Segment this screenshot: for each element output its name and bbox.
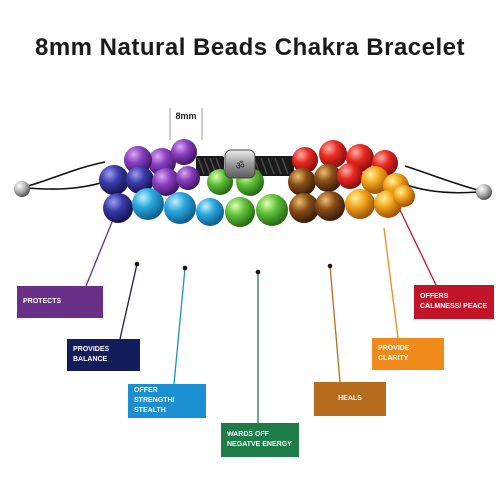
leader-balance <box>119 263 138 340</box>
bead-row-upper <box>99 163 409 199</box>
callout-dots <box>134 261 333 275</box>
measure-label: 8mm <box>175 111 197 121</box>
leader-clarity <box>383 227 399 339</box>
amber-bead <box>393 185 415 207</box>
lapis-bead <box>99 165 129 195</box>
om-logo: ॐ <box>235 160 244 172</box>
label-calmness-peace: OFFERS CALMNESS/ PEACE <box>414 285 494 319</box>
amethyst-bead <box>152 168 180 196</box>
silver-end-bead <box>476 184 492 200</box>
bead-row-back <box>124 139 398 176</box>
red-bead <box>292 147 318 173</box>
amber-bead <box>361 166 389 194</box>
tiger-eye-bead <box>314 164 342 192</box>
silver-end-bead <box>14 181 30 197</box>
dot-negative <box>255 269 261 275</box>
measure-marker <box>169 108 203 140</box>
lapis-bead <box>103 193 133 223</box>
turquoise-bead <box>196 198 224 226</box>
amethyst-bead <box>176 166 200 190</box>
callout-leaders <box>85 209 437 423</box>
dot-balance <box>134 261 140 267</box>
green-bead <box>256 194 288 226</box>
metal-tube-charm: ॐ <box>224 149 256 179</box>
bead-row-front <box>103 185 415 227</box>
leader-protects <box>85 221 113 287</box>
bracelet-cord <box>27 161 479 194</box>
amethyst-bead <box>171 139 197 165</box>
amber-bead <box>345 189 375 219</box>
green-bead <box>225 197 255 227</box>
leader-heals <box>329 265 341 383</box>
tiger-eye-bead <box>288 168 316 196</box>
red-bead <box>319 140 347 168</box>
dot-strength <box>182 265 188 271</box>
braided-knot-right <box>252 156 294 176</box>
dot-heals <box>327 263 333 269</box>
label-protects: PROTECTS <box>17 286 103 318</box>
leader-calm <box>399 209 437 286</box>
label-offer-strength: OFFER STRENGTH/ STEALTH <box>128 384 206 418</box>
label-heals: HEALS <box>314 382 386 416</box>
red-bead <box>337 163 363 189</box>
tiger-eye-bead <box>315 191 345 221</box>
lapis-bead <box>126 166 154 194</box>
turquoise-bead <box>132 188 164 220</box>
label-wards-off-negative: WARDS OFF NEGATVE ENERGY <box>221 423 299 457</box>
leader-strength <box>173 267 186 385</box>
turquoise-bead <box>164 192 196 224</box>
page-title: 8mm Natural Beads Chakra Bracelet <box>34 34 466 61</box>
label-provide-clarity: PROVIDE CLARITY <box>372 338 444 370</box>
label-provides-balance: PROVIDES BALANCE <box>67 339 140 371</box>
tiger-eye-bead <box>289 193 319 223</box>
